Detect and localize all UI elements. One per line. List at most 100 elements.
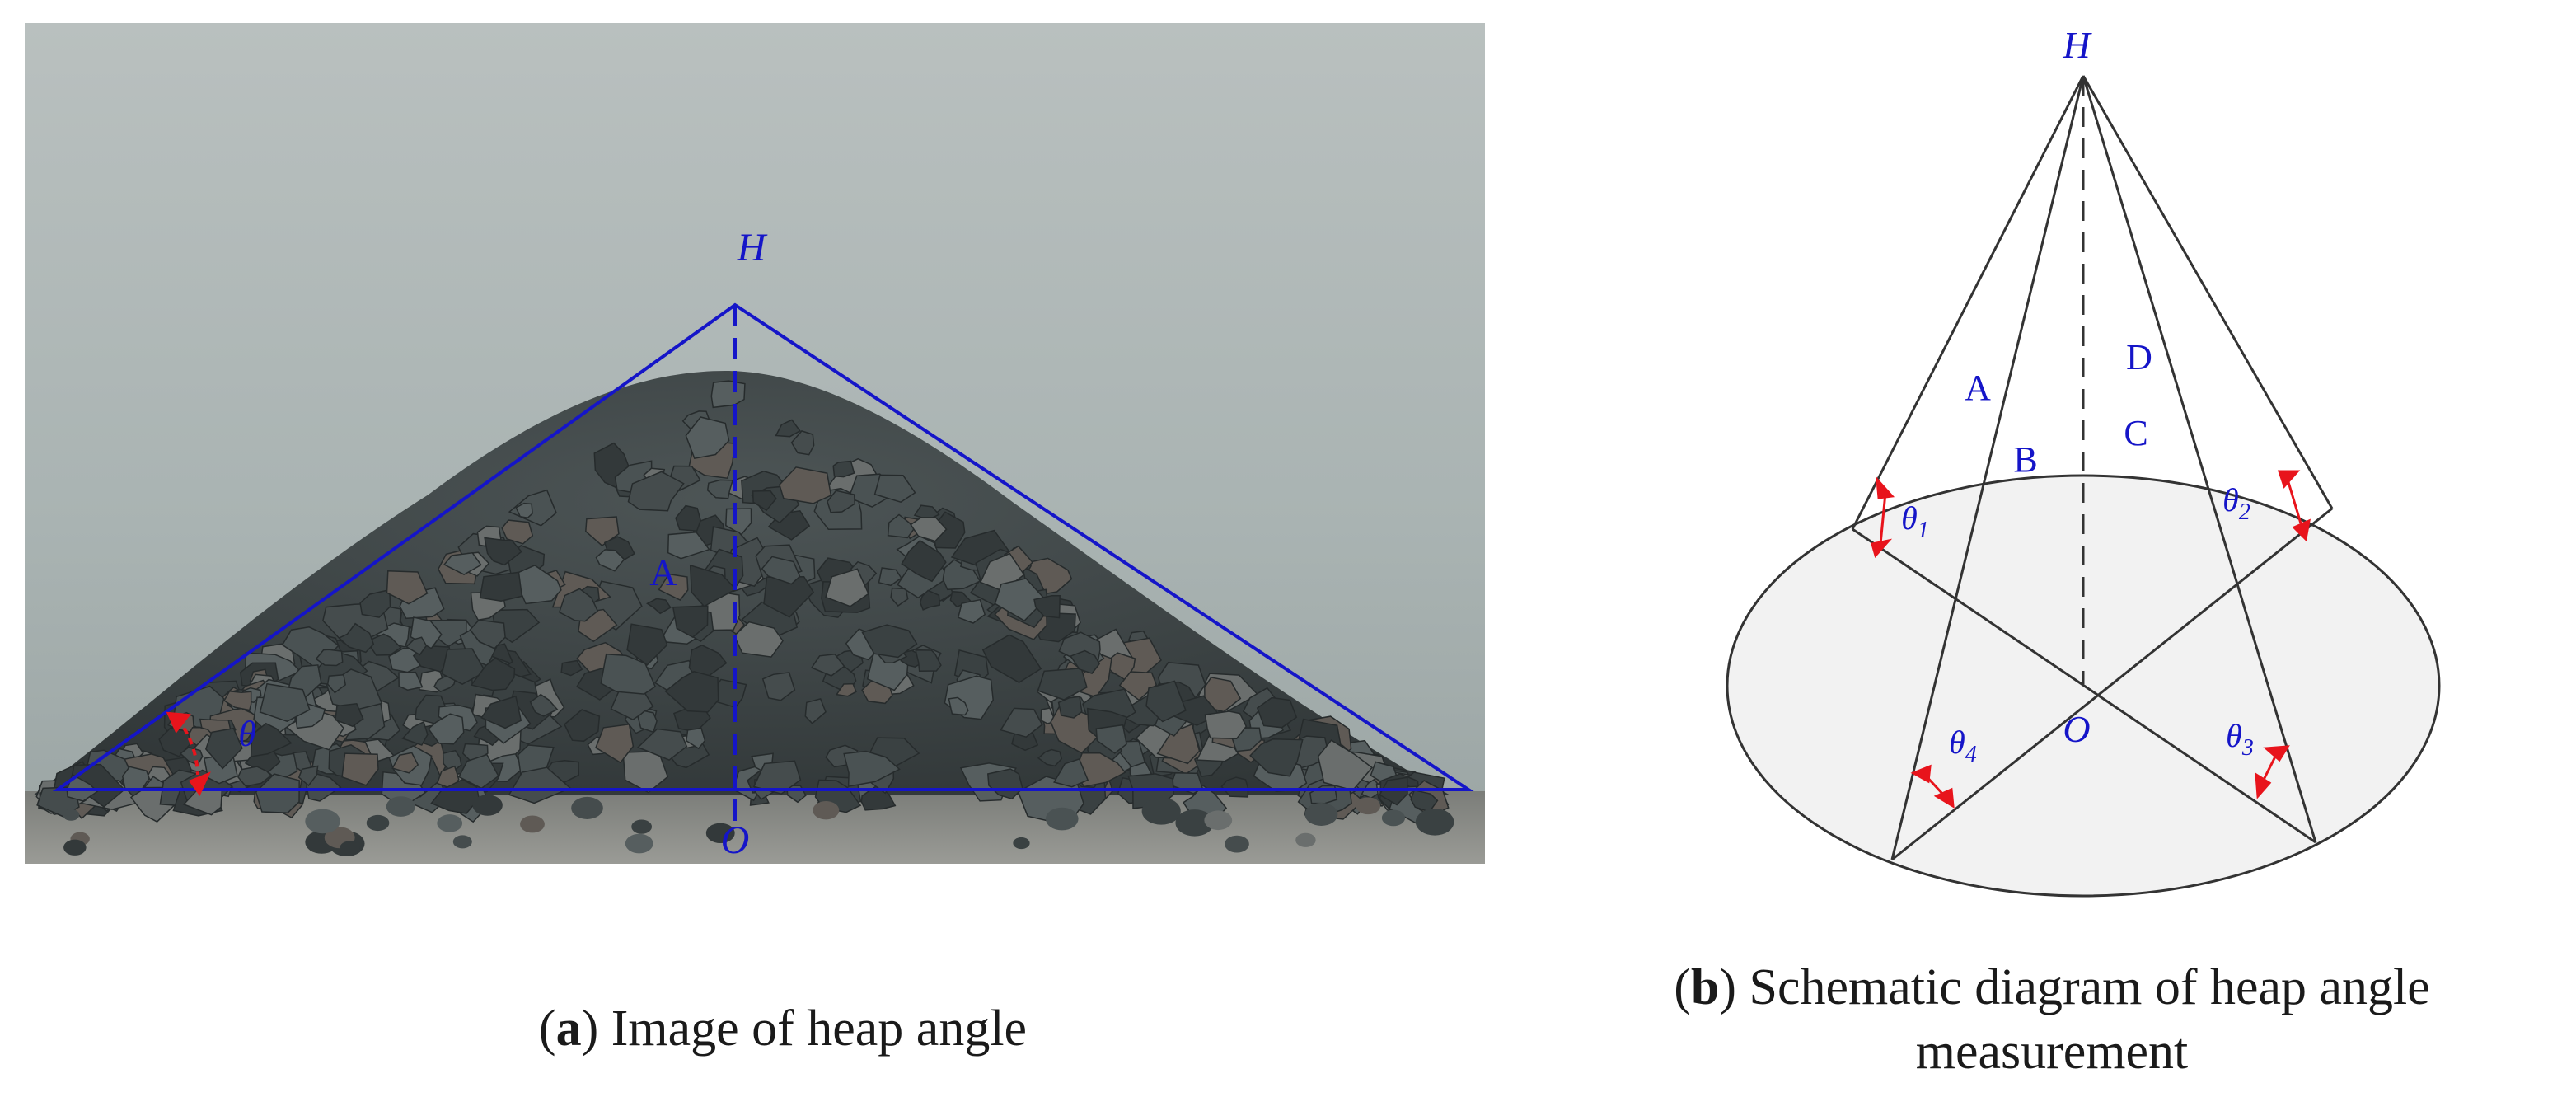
rock xyxy=(484,537,522,566)
rock xyxy=(1011,733,1039,752)
rock xyxy=(636,728,688,761)
rock xyxy=(515,502,533,519)
rock xyxy=(1156,723,1201,765)
caption-b: (b) Schematic diagram of heap angle meas… xyxy=(1674,959,2430,1080)
rock xyxy=(761,672,796,701)
rock xyxy=(878,567,902,587)
rock xyxy=(315,649,344,667)
rock xyxy=(813,801,840,820)
rock xyxy=(297,765,319,787)
rock xyxy=(470,657,516,691)
rock xyxy=(646,598,672,615)
angle-label-theta3: θ3 xyxy=(2226,717,2254,761)
rock xyxy=(994,578,1047,622)
rock xyxy=(520,815,545,833)
rock xyxy=(1000,707,1043,738)
angle-label-theta1: θ1 xyxy=(1901,499,1929,543)
rock xyxy=(427,713,465,745)
theta2-arrow xyxy=(2277,470,2311,542)
rock xyxy=(340,841,360,856)
rock xyxy=(832,460,855,478)
caption-b-letter: b xyxy=(1690,959,1720,1015)
caption-a-letter: a xyxy=(555,1001,582,1057)
rock xyxy=(725,508,752,536)
rock xyxy=(255,773,300,814)
rock xyxy=(305,809,340,834)
rock xyxy=(887,513,916,539)
rock xyxy=(627,471,685,512)
rock xyxy=(600,653,657,695)
apex-label-h: H xyxy=(2062,24,2092,66)
rock xyxy=(437,814,463,832)
rock xyxy=(810,654,845,677)
rock xyxy=(987,768,1023,800)
angle-label-theta2: θ2 xyxy=(2222,481,2250,525)
rock xyxy=(182,787,223,816)
rock xyxy=(250,722,293,757)
rock xyxy=(443,551,482,575)
rock xyxy=(779,466,832,504)
center-label-o: O xyxy=(721,818,750,862)
rock xyxy=(775,419,801,438)
rock xyxy=(1045,807,1079,831)
rock xyxy=(501,519,534,545)
rock xyxy=(873,474,916,504)
rock xyxy=(480,695,522,729)
rock xyxy=(1304,803,1338,826)
rock xyxy=(675,504,701,532)
rock xyxy=(1033,594,1061,619)
angle-arrow xyxy=(166,711,211,796)
rock xyxy=(1204,710,1248,739)
rock xyxy=(457,753,499,790)
rock xyxy=(685,727,706,750)
rock xyxy=(472,795,503,816)
caption-a-text: Image of heap angle xyxy=(611,1001,1028,1057)
rock xyxy=(981,634,1042,683)
theta3-arrow xyxy=(2255,745,2290,799)
rock xyxy=(948,696,969,716)
rock xyxy=(564,709,601,743)
rock xyxy=(706,479,734,499)
angle-label-theta4: θ4 xyxy=(1949,724,1977,767)
rock xyxy=(790,430,815,456)
caption-b-text: Schematic diagram of heap angle measurem… xyxy=(1749,959,2430,1080)
rock xyxy=(1145,680,1187,723)
rock xyxy=(1070,649,1100,674)
rock xyxy=(479,571,523,602)
rock xyxy=(341,752,379,786)
theta4-arrow xyxy=(1910,764,1955,809)
rock xyxy=(1256,696,1298,729)
rock xyxy=(1249,738,1304,777)
rock xyxy=(1204,810,1233,831)
rock xyxy=(391,752,419,774)
rock xyxy=(237,766,272,787)
rock xyxy=(223,690,252,711)
rock xyxy=(452,835,472,849)
rock xyxy=(1053,757,1089,788)
rock xyxy=(631,819,652,834)
face-label-a: A xyxy=(649,551,677,593)
rock xyxy=(1225,835,1249,853)
rock xyxy=(63,839,87,856)
rock xyxy=(658,573,689,601)
heap-schematic-figure: H O A B C D θ1 θ2 θ3 θ4 xyxy=(1726,24,2441,898)
rock xyxy=(366,814,390,832)
theta1-arrow xyxy=(1871,476,1895,559)
cone-edges xyxy=(1851,75,2334,860)
center-label-o: O xyxy=(2063,708,2090,750)
rock xyxy=(915,649,942,672)
rock xyxy=(836,682,857,697)
rock xyxy=(571,796,603,819)
rock xyxy=(901,540,947,583)
angle-label-theta: θ xyxy=(238,714,256,754)
rock xyxy=(595,723,635,764)
rock xyxy=(412,645,452,673)
face-label-a: A xyxy=(1965,368,1991,408)
rock xyxy=(1415,809,1454,836)
rock xyxy=(508,766,572,804)
rock xyxy=(529,693,559,717)
rock xyxy=(689,564,738,607)
rock xyxy=(386,796,415,817)
rock xyxy=(637,710,658,734)
rock xyxy=(1381,809,1406,827)
